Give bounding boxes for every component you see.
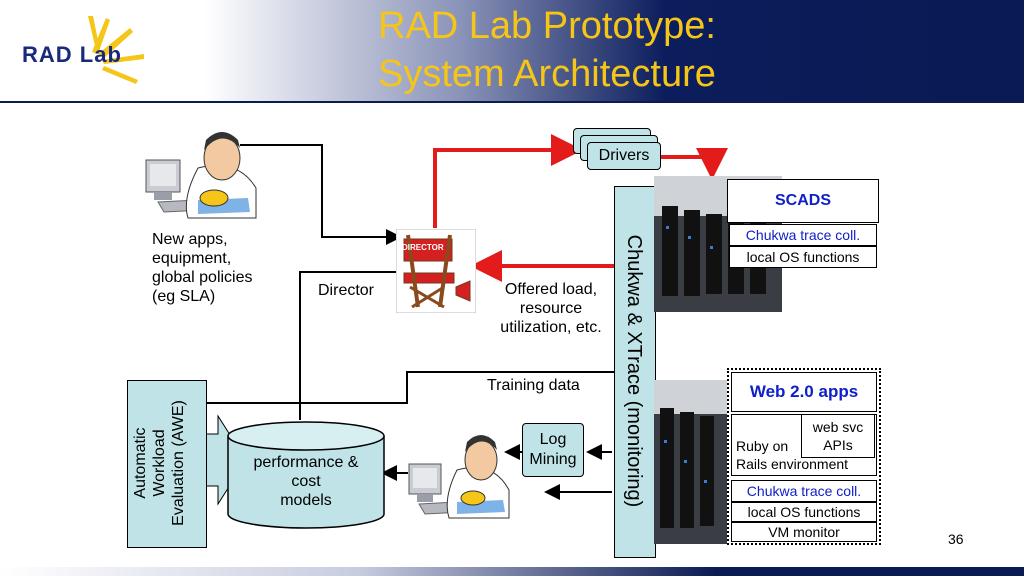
models-line: models — [280, 492, 332, 509]
slide-number: 36 — [948, 531, 964, 547]
red-line-director-to-drivers — [433, 134, 583, 228]
analyst-at-computer-icon — [408, 435, 510, 519]
person-at-computer-icon — [145, 132, 257, 219]
scads-trace-box: Chukwa trace coll. — [729, 224, 877, 246]
models-line: performance & — [253, 454, 359, 471]
web20-trace-box: Chukwa trace coll. — [731, 480, 877, 502]
server-racks-icon — [654, 380, 730, 544]
scads-title-box: SCADS — [727, 179, 879, 223]
scads-os-box: local OS functions — [729, 246, 877, 268]
director-label: Director — [318, 282, 375, 299]
caption-line: New apps, — [152, 231, 228, 248]
web20-os-box: local OS functions — [731, 502, 877, 522]
awe-box — [127, 380, 207, 548]
rails-env-label: Rails environment — [736, 456, 849, 472]
header-underline — [0, 101, 1024, 103]
awe-line: Workload — [151, 429, 168, 497]
radlab-logo — [88, 16, 144, 84]
web-svc-line: web svc — [812, 419, 864, 435]
footer-bar — [0, 567, 1024, 576]
slide-title-line2: System Architecture — [378, 53, 716, 95]
awe-line: Evaluation (AWE) — [170, 400, 187, 526]
caption-line: resource — [519, 300, 583, 317]
monitoring-bar — [614, 186, 656, 558]
models-label: performance & cost models — [228, 453, 384, 510]
director-chair-text: DIRECTOR — [402, 243, 444, 252]
policy-caption: New apps, equipment, global policies (eg… — [152, 230, 253, 306]
awe-label: Automatic Workload Evaluation (AWE) — [131, 383, 201, 543]
log-mining-box: Log Mining — [522, 423, 584, 477]
line-policy-to-director — [240, 144, 402, 245]
offered-load-caption: Offered load, resource utilization, etc. — [487, 280, 615, 337]
models-cylinder-icon — [227, 421, 385, 529]
training-data-label: Training data — [487, 377, 580, 394]
logo-text: RAD Lab — [22, 42, 122, 67]
logo-sun-rays-icon — [88, 16, 144, 84]
line-director-to-models — [299, 271, 398, 420]
slide-title-line1: RAD Lab Prototype: — [378, 5, 716, 47]
log-mining-line: Mining — [529, 451, 577, 468]
caption-line: Offered load, — [504, 281, 598, 298]
caption-line: global policies — [152, 269, 253, 286]
web-svc-box: web svc APIs — [801, 414, 875, 458]
monitoring-bar-label: Chukwa & XTrace (monitoring) — [623, 234, 645, 508]
drivers-box: Drivers — [587, 142, 661, 170]
web-svc-line: APIs — [823, 437, 853, 453]
vm-monitor-box: VM monitor — [731, 522, 877, 542]
line-training-data — [188, 371, 615, 411]
caption-line: (eg SLA) — [152, 288, 216, 305]
director-chair-icon — [396, 229, 476, 313]
awe-line: Automatic — [132, 427, 149, 499]
red-line-drivers-to-servers — [660, 148, 728, 180]
caption-line: equipment, — [152, 250, 232, 267]
caption-line: utilization, etc. — [500, 319, 602, 336]
header-banner — [0, 0, 1024, 101]
web20-title-box: Web 2.0 apps — [731, 372, 877, 412]
ruby-on-label: Ruby on — [736, 438, 789, 454]
log-mining-line: Log — [539, 431, 567, 448]
models-line: cost — [291, 473, 321, 490]
